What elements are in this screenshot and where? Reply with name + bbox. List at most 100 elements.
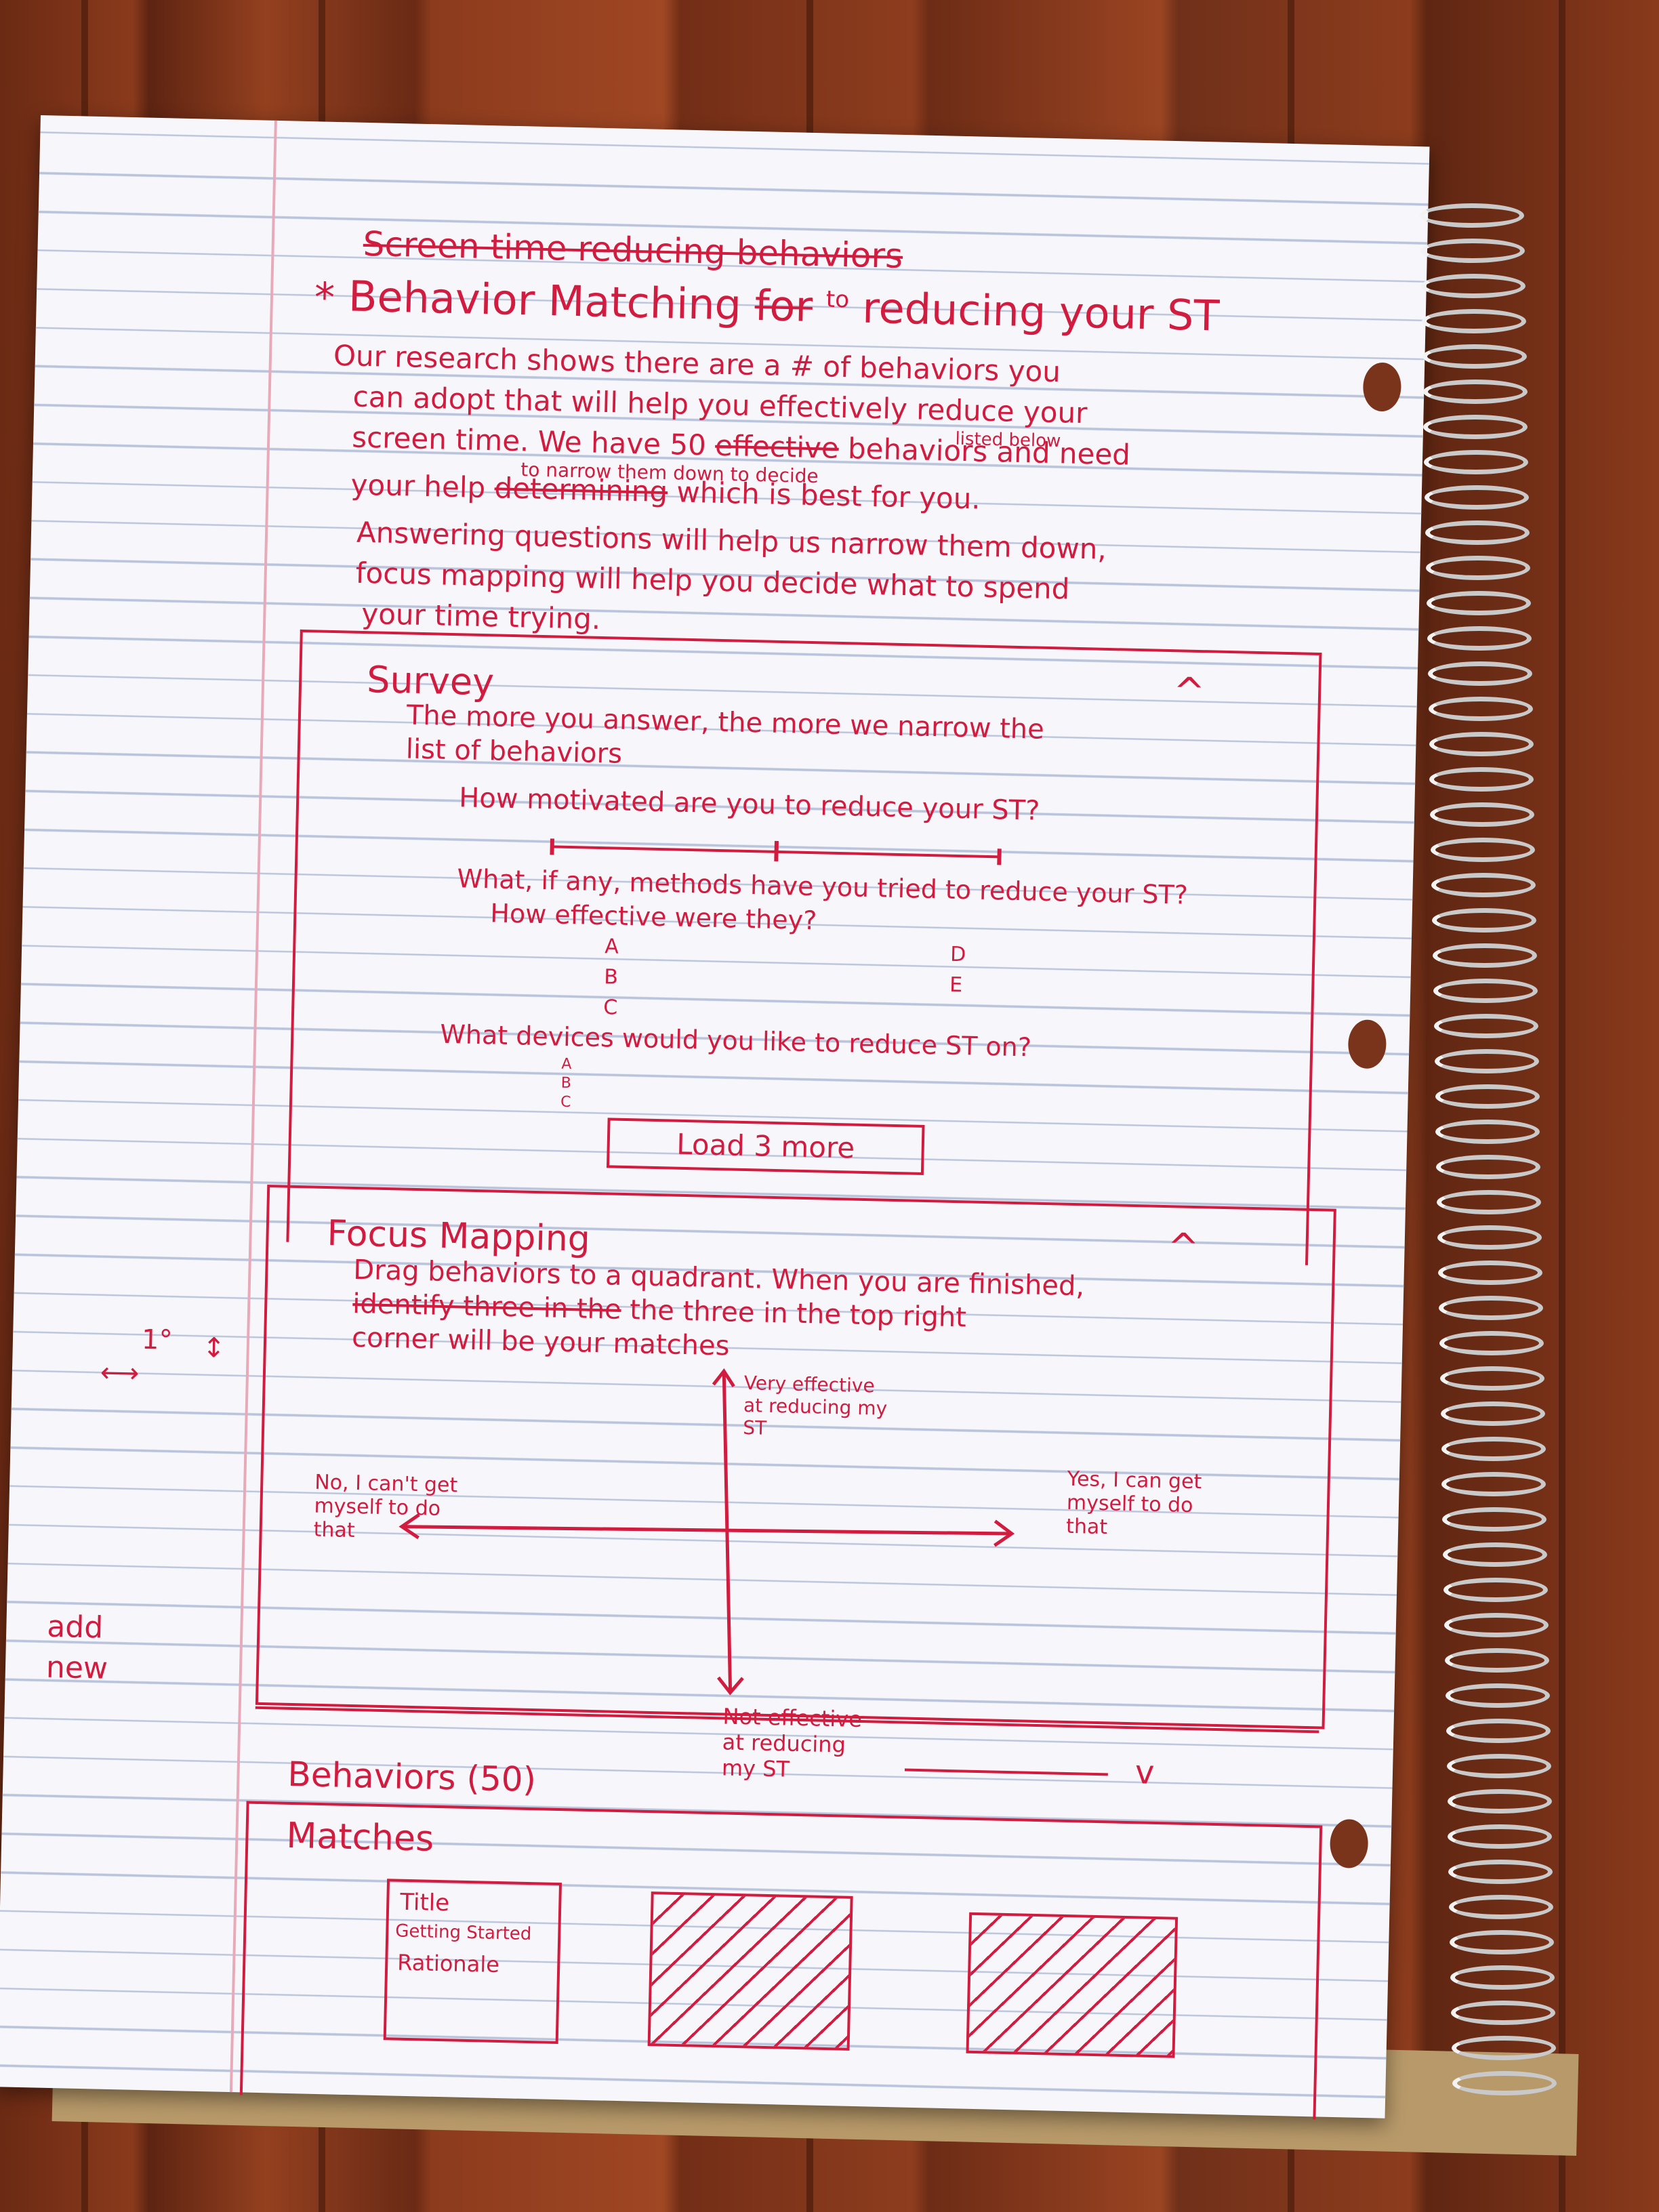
spiral-ring xyxy=(1450,1965,1555,1990)
spiral-ring xyxy=(1438,1261,1542,1285)
axis-label-left: No, I can't get myself to do that xyxy=(313,1470,458,1543)
spiral-ring xyxy=(1428,697,1533,721)
device-option-b[interactable]: B xyxy=(560,1074,572,1092)
method-option-a[interactable]: A xyxy=(604,935,619,959)
spiral-ring xyxy=(1422,380,1528,404)
add-new-note: add new xyxy=(45,1609,108,1686)
spiral-ring xyxy=(1429,732,1534,756)
match-card-placeholder[interactable] xyxy=(647,1891,853,2051)
punch-hole xyxy=(1329,1818,1369,1869)
spiral-ring xyxy=(1445,1683,1550,1708)
spiral-ring xyxy=(1438,1296,1543,1320)
focus-title: Focus Mapping xyxy=(326,1213,591,1260)
axis-arrow-down xyxy=(716,1676,744,1696)
spiral-ring xyxy=(1425,485,1530,510)
slider-end-right xyxy=(997,848,1002,865)
spiral-ring xyxy=(1436,1155,1541,1179)
spiral-ring xyxy=(1441,1437,1546,1461)
spiral-ring xyxy=(1431,838,1536,862)
vertical-drag-icon: ↕ xyxy=(202,1332,226,1364)
spiral-ring xyxy=(1437,1225,1542,1250)
spiral-ring xyxy=(1443,1542,1548,1567)
slider-end-left xyxy=(550,838,554,855)
spiral-ring xyxy=(1450,2001,1555,2025)
spiral-ring xyxy=(1420,239,1525,263)
spiral-ring xyxy=(1424,450,1529,474)
match-card[interactable]: Title Getting Started Rationale xyxy=(383,1879,562,2045)
spiral-ring xyxy=(1439,1331,1544,1355)
spiral-ring xyxy=(1441,1472,1547,1496)
axis-label-top: Very effective at reducing my ST xyxy=(742,1372,888,1439)
priority-note: 1° xyxy=(141,1324,173,1356)
method-option-d[interactable]: D xyxy=(949,942,966,967)
spiral-ring xyxy=(1434,1049,1539,1073)
axis-arrow-up xyxy=(712,1368,735,1388)
spiral-ring xyxy=(1430,802,1535,827)
axis-label-bottom: Not effective at reducing my ST xyxy=(721,1703,863,1782)
spiral-ring xyxy=(1452,2071,1557,2095)
spiral-ring xyxy=(1450,1930,1555,1954)
spiral-ring xyxy=(1426,556,1530,580)
spiral-ring xyxy=(1443,1578,1549,1602)
spiral-ring xyxy=(1435,1120,1540,1144)
spiral-ring xyxy=(1447,1789,1552,1814)
page-title: Behavior Matching for to reducing your S… xyxy=(348,271,1221,341)
match-card-title: Title xyxy=(399,1888,450,1917)
spiral-ring xyxy=(1426,591,1531,615)
load-more-button[interactable]: Load 3 more xyxy=(606,1118,925,1175)
device-option-a[interactable]: A xyxy=(561,1055,572,1073)
intro-line-6: focus mapping will help you decide what … xyxy=(355,556,1070,606)
punch-hole xyxy=(1362,362,1402,412)
spiral-ring xyxy=(1432,943,1537,968)
spiral-ring xyxy=(1444,1648,1549,1673)
punch-hole xyxy=(1347,1019,1387,1069)
motivation-slider-thumb[interactable] xyxy=(774,840,779,861)
notebook-page: Screen time reducing behaviors * Behavio… xyxy=(0,115,1430,2120)
margin-line xyxy=(229,120,277,2093)
intro-line-4: your help determining which is best for … xyxy=(350,468,981,516)
horizontal-drag-icon: ⟷ xyxy=(100,1357,140,1389)
match-card-rationale: Rationale xyxy=(396,1949,500,1978)
behaviors-expand-chevron[interactable]: v xyxy=(1134,1753,1155,1792)
table-plank-seam xyxy=(1559,0,1565,2212)
horizontal-axis xyxy=(401,1525,1012,1536)
match-card-getting-started: Getting Started xyxy=(395,1921,532,1945)
method-option-e[interactable]: E xyxy=(949,972,963,998)
spiral-ring xyxy=(1446,1754,1551,1778)
quadrant-axes[interactable] xyxy=(344,1356,1164,1713)
matches-title: Matches xyxy=(285,1815,434,1860)
star-mark: * xyxy=(314,274,335,322)
spiral-ring xyxy=(1437,1190,1542,1214)
method-option-b[interactable]: B xyxy=(603,965,619,989)
spiral-ring xyxy=(1422,344,1527,369)
focus-collapse-caret[interactable]: ^ xyxy=(1166,1225,1200,1271)
method-option-c[interactable]: C xyxy=(602,996,618,1020)
spiral-ring xyxy=(1431,873,1536,897)
survey-collapse-caret[interactable]: ^ xyxy=(1172,670,1206,715)
match-card-placeholder[interactable] xyxy=(966,1912,1179,2058)
spiral-ring xyxy=(1429,767,1534,792)
spiral-ring xyxy=(1446,1719,1551,1743)
spiral-ring xyxy=(1440,1401,1545,1426)
device-option-c[interactable]: C xyxy=(560,1093,571,1111)
spiral-ring xyxy=(1432,908,1536,933)
axis-label-right: Yes, I can get myself to do that xyxy=(1065,1467,1202,1540)
spiral-ring xyxy=(1435,1084,1540,1109)
survey-desc-2: list of behaviors xyxy=(405,733,623,770)
intro-line-2: can adopt that will help you effectively… xyxy=(352,380,1088,430)
survey-title: Survey xyxy=(366,658,495,704)
spiral-ring xyxy=(1442,1507,1547,1532)
spiral-ring xyxy=(1448,1860,1553,1884)
axis-arrow-left xyxy=(398,1513,420,1540)
spiral-ring xyxy=(1420,203,1524,228)
spiral-ring xyxy=(1439,1366,1544,1391)
spiral-ring xyxy=(1420,274,1525,298)
spiral-ring xyxy=(1427,661,1532,686)
intro-line-1: Our research shows there are a # of beha… xyxy=(333,338,1061,389)
spiral-ring xyxy=(1433,1014,1538,1038)
spiral-ring xyxy=(1425,520,1530,545)
axis-arrow-right xyxy=(994,1519,1015,1547)
